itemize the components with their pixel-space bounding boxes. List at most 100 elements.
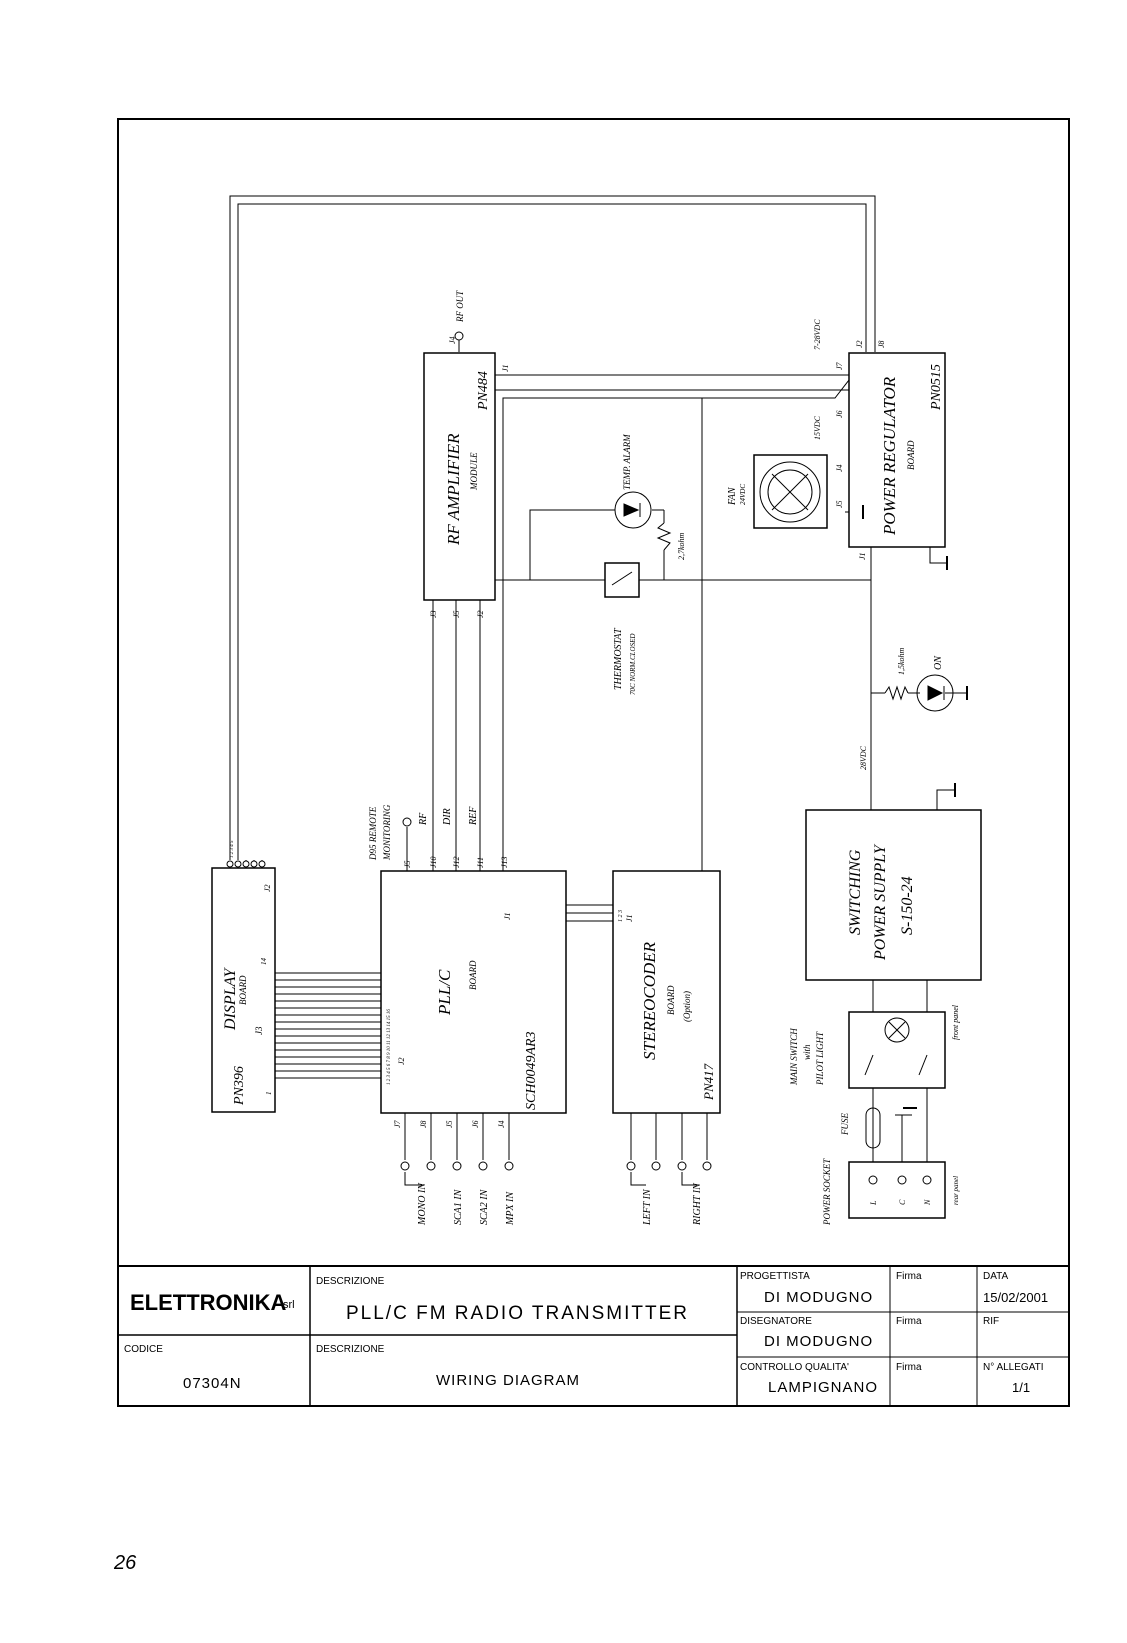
firma-label-1: Firma — [896, 1271, 922, 1282]
rif-label: RIF — [983, 1316, 999, 1327]
disegnatore-value: DI MODUGNO — [764, 1333, 873, 1350]
pll-sub: BOARD — [468, 960, 478, 990]
dir-label: DIR — [442, 808, 453, 826]
thermostat-label: THERMOSTAT — [613, 627, 624, 690]
codice-value: 07304N — [183, 1375, 242, 1392]
main-switch-label: MAIN SWITCH — [789, 1028, 799, 1086]
firma-label-2: Firma — [896, 1316, 922, 1327]
pll-top-j13: J13 — [500, 856, 509, 868]
rf-amplifier-j3: J3 — [429, 610, 438, 618]
progettista-label: PROGETTISTA — [740, 1271, 810, 1282]
power-regulator-j4: J4 — [835, 464, 844, 472]
pll-title: PLL/C — [435, 969, 454, 1016]
temp-alarm-label: TEMP. ALARM — [622, 434, 632, 490]
mains-labels: MAIN SWITCH with PILOT LIGHT front panel… — [230, 840, 960, 1226]
blocks — [211, 352, 982, 1219]
thermostat-switch-icon — [611, 571, 633, 586]
pll-pins: 1 2 3 4 5 6 7 8 9 10 11 12 13 14 15 16 — [387, 1009, 392, 1085]
main-switch-block — [848, 1011, 946, 1089]
left-in-label: LEFT IN — [642, 1188, 653, 1226]
mpx-in-label: MPX IN — [505, 1191, 516, 1226]
power-regulator-labels: POWER REGULATOR BOARD PN0515 J2 J8 J7 J6… — [813, 319, 944, 560]
fan-icon — [759, 461, 821, 523]
company-logo: ELETTRONIKA — [130, 1290, 287, 1315]
socket-pins-icon — [868, 1175, 932, 1185]
power-socket-label: POWER SOCKET — [822, 1158, 832, 1226]
pll-block — [380, 870, 567, 1114]
rf-amplifier-j4: J4 — [448, 336, 457, 344]
data-label: DATA — [983, 1271, 1009, 1282]
power-regulator-j1: J1 — [858, 552, 867, 560]
data-value: 15/02/2001 — [983, 1290, 1048, 1305]
on-led-icon — [884, 674, 954, 712]
stereocoder-sub: BOARD — [666, 985, 676, 1015]
pll-code: SCH0049AR3 — [524, 1031, 539, 1110]
codice-label: CODICE — [124, 1344, 163, 1355]
company-suffix: srl — [283, 1299, 295, 1311]
controllo-label: CONTROLLO QUALITA' — [740, 1362, 849, 1373]
main-switch-with: with — [802, 1044, 812, 1060]
power-regulator-sub: BOARD — [906, 440, 916, 470]
temp-alarm-res: 2,7kohm — [677, 532, 686, 560]
rf-amplifier-sub: MODULE — [469, 452, 479, 491]
drawing-title: PLL/C FM RADIO TRANSMITTER — [346, 1303, 689, 1324]
thermostat-block — [604, 562, 640, 598]
d95-remote-label: D95 REMOTE — [368, 806, 378, 861]
fan-sub: 24VDC — [739, 484, 747, 505]
pll-bottom-j7: J7 — [393, 1119, 402, 1128]
fan-label: FAN — [727, 486, 738, 506]
title-block: ELETTRONIKA srl DESCRIZIONE PLL/C FM RAD… — [117, 1265, 1070, 1407]
progettista-value: DI MODUGNO — [764, 1289, 873, 1306]
thermostat-sub: 70C NORM.CLOSED — [629, 634, 637, 695]
rf-amplifier-labels: RF AMPLIFIER MODULE PN484 J4 J1 J3 J5 J2… — [429, 290, 510, 618]
switching-line1: SWITCHING — [847, 849, 864, 935]
pll-j1: J1 — [503, 912, 512, 920]
power-regulator-j2: J2 — [855, 340, 864, 348]
display-j3: J3 — [254, 1026, 264, 1035]
firma-label-3: Firma — [896, 1362, 922, 1373]
right-in-label: RIGHT IN — [692, 1182, 703, 1226]
display-labels: DISPLAY BOARD PN396 J3 J2 1 14 — [222, 884, 273, 1106]
ref-label: REF — [468, 806, 479, 826]
pll-j2: J2 — [397, 1057, 406, 1065]
stereocoder-code: PN417 — [701, 1063, 716, 1101]
power-regulator-code: PN0515 — [929, 364, 944, 411]
pll-top-j11: J11 — [476, 857, 485, 868]
on-led-volt: 28VDC — [859, 745, 868, 770]
display-code: PN396 — [232, 1066, 247, 1106]
power-regulator-title: POWER REGULATOR — [880, 376, 899, 536]
pll-bottom-j8: J8 — [419, 1120, 428, 1128]
display-top-pins: 1 2 3 4 5 — [230, 840, 235, 858]
display-block — [211, 867, 276, 1113]
stereocoder-block — [612, 870, 721, 1114]
power-regulator-j8: J8 — [877, 340, 886, 348]
switching-labels: SWITCHING POWER SUPPLY S-150-24 — [847, 843, 916, 961]
pll-top-j5: J5 — [403, 860, 412, 868]
input-jacks-icon — [226, 331, 712, 1171]
rf-label: RF — [418, 812, 429, 826]
rf-amplifier-j1: J1 — [501, 364, 510, 372]
sca1-in-label: SCA1 IN — [453, 1188, 464, 1225]
stereocoder-option: (Option) — [682, 991, 692, 1022]
pll-top-labels: J5 J10 J12 J11 J13 D95 REMOTE MONITORING… — [368, 804, 509, 868]
temp-alarm-led-icon — [614, 491, 672, 551]
power-regulator-v15: 15VDC — [813, 415, 822, 440]
input-labels: MONO IN SCA1 IN SCA2 IN MPX IN LEFT IN R… — [417, 1182, 703, 1226]
socket-l: L — [869, 1200, 878, 1206]
pilot-light-icon — [864, 1017, 928, 1076]
pll-bottom-j6: J6 — [471, 1120, 480, 1128]
power-regulator-j5: J5 — [835, 500, 844, 508]
power-socket-block — [848, 1161, 946, 1219]
pll-bottom-j4: J4 — [497, 1120, 506, 1128]
power-regulator-block — [848, 352, 946, 548]
display-pin14: 14 — [260, 958, 268, 966]
pll-bottom-labels: J7 J8 J5 J6 J4 — [393, 1119, 506, 1128]
display-pin1: 1 — [265, 1092, 273, 1096]
power-regulator-j6: J6 — [835, 410, 844, 418]
rf-amplifier-code: PN484 — [476, 371, 491, 411]
fuse-icon — [865, 1107, 881, 1149]
controllo-value: LAMPIGNANO — [768, 1379, 878, 1396]
display-sub: BOARD — [238, 975, 248, 1005]
fuse-label: FUSE — [840, 1113, 850, 1136]
